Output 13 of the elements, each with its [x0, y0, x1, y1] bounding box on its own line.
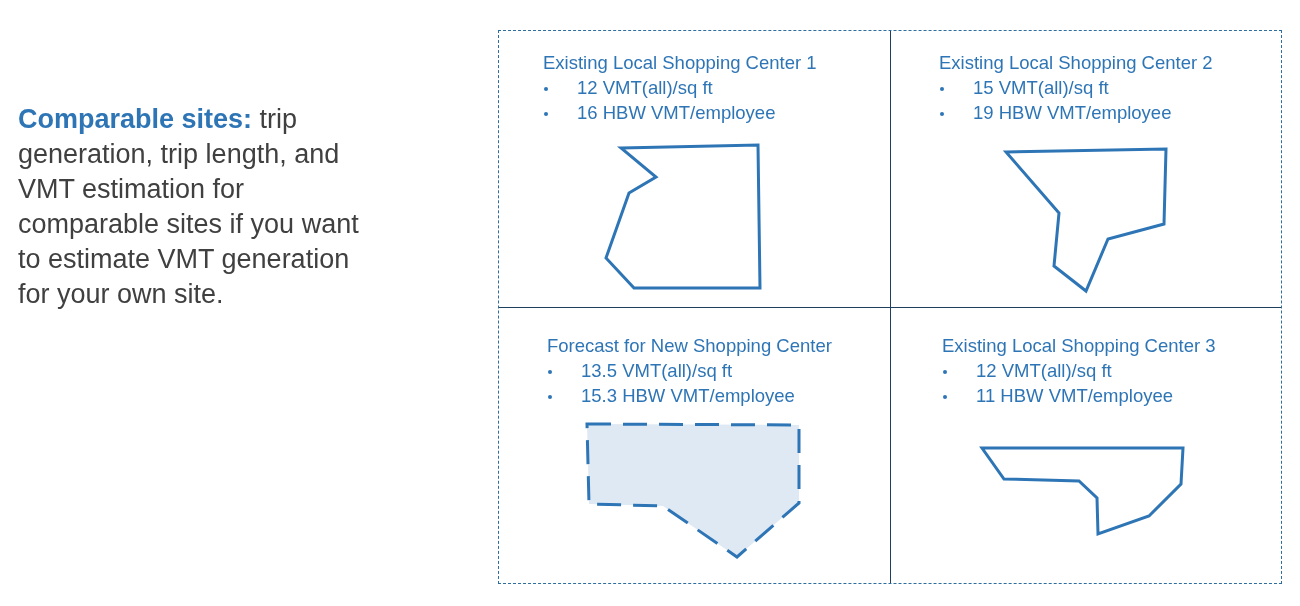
site-title: Forecast for New Shopping Center: [547, 335, 832, 357]
site-metric: 15.3 HBW VMT/employee: [581, 385, 795, 407]
description-text: Comparable sites: trip generation, trip length, and VMT estimation for comparable sites if you want to estimate VMT generation for your own site.: [18, 103, 360, 311]
site-metric: 15 VMT(all)/sq ft: [973, 77, 1109, 99]
site-metric: 19 HBW VMT/employee: [973, 102, 1172, 124]
site-metric: 13.5 VMT(all)/sq ft: [581, 360, 733, 382]
site-title: Existing Local Shopping Center 2: [939, 52, 1213, 74]
site-title: Existing Local Shopping Center 1: [543, 52, 817, 74]
site-title: Existing Local Shopping Center 3: [942, 335, 1216, 357]
site-metric: 11 HBW VMT/employee: [976, 385, 1174, 407]
site-metric: 12 VMT(all)/sq ft: [577, 77, 713, 99]
site-metric: 16 HBW VMT/employee: [577, 102, 776, 124]
site-metric: 12 VMT(all)/sq ft: [976, 360, 1112, 382]
